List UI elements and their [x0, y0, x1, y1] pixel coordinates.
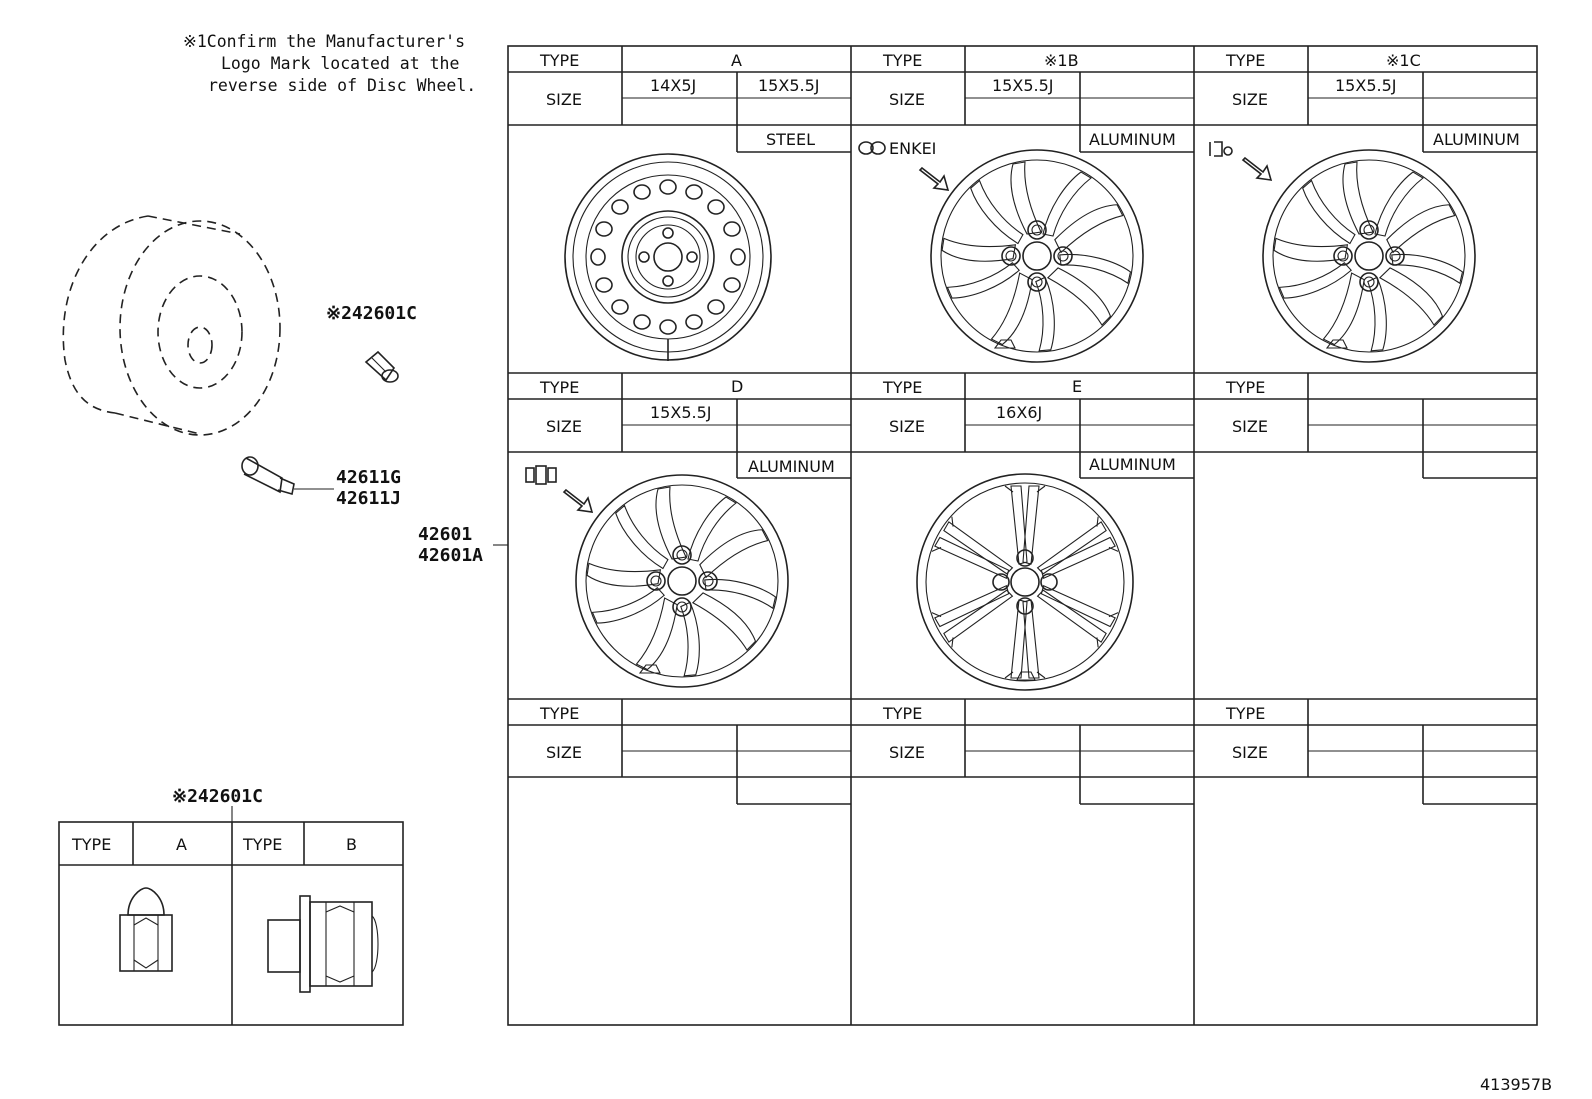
- alloy-wheel-d-illustration: [576, 475, 788, 689]
- type-label: TYPE: [882, 704, 922, 723]
- size-label: SIZE: [546, 417, 582, 436]
- callout-wheel-42601a: 42601A: [418, 545, 483, 566]
- type-label: TYPE: [882, 378, 922, 397]
- alloy-wheel-b-illustration: [931, 150, 1143, 364]
- type-label: TYPE: [539, 51, 579, 70]
- wheel-a-size-1: 14X5J: [650, 76, 696, 95]
- wheel-d-size-1: 15X5.5J: [650, 403, 711, 422]
- type-label: TYPE: [539, 378, 579, 397]
- wheel-a-material: STEEL: [766, 130, 815, 149]
- callout-nut-top: ※242601C: [326, 303, 417, 324]
- nut-type-b: B: [346, 835, 357, 854]
- wheel-b-type: ※1B: [1044, 51, 1079, 70]
- arrow-icon: [1241, 156, 1273, 181]
- tire-illustration: [62, 215, 281, 436]
- wheel-c-type: ※1C: [1386, 51, 1421, 70]
- diagram-id: 413957B: [1480, 1075, 1552, 1094]
- note-line-3: reverse side of Disc Wheel.: [208, 76, 476, 95]
- size-label: SIZE: [889, 90, 925, 109]
- callout-wheel-42601: 42601: [418, 524, 472, 545]
- wheel-c-material: ALUMINUM: [1433, 130, 1520, 149]
- arrow-icon: [562, 488, 594, 513]
- wheel-a-type: A: [731, 51, 742, 70]
- steel-wheel-a-illustration: [564, 153, 772, 361]
- size-label: SIZE: [546, 743, 582, 762]
- type-label: TYPE: [1225, 51, 1265, 70]
- valve-stem-icon: [241, 456, 334, 496]
- manufacturer-logo-d: [525, 465, 557, 485]
- nut-type-b-illustration: [267, 895, 379, 993]
- size-label: SIZE: [1232, 417, 1268, 436]
- type-label: TYPE: [882, 51, 922, 70]
- wheel-d-material: ALUMINUM: [748, 457, 835, 476]
- alloy-wheel-c-illustration: [1263, 150, 1475, 364]
- type-label: TYPE: [242, 835, 282, 854]
- wheel-e-size-1: 16X6J: [996, 403, 1042, 422]
- alloy-wheel-e-illustration: [916, 473, 1134, 691]
- callout-valve-g: 42611G: [336, 467, 401, 488]
- lug-nut-type-table: [58, 821, 404, 1026]
- nut-type-a-illustration: [119, 887, 173, 972]
- callout-nut-bottom: ※242601C: [172, 786, 263, 807]
- enkei-logo: ENKEI: [858, 139, 936, 158]
- wheel-c-size-1: 15X5.5J: [1335, 76, 1396, 95]
- size-label: SIZE: [546, 90, 582, 109]
- wheel-type-table: [507, 45, 1538, 1026]
- callout-valve-j: 42611J: [336, 488, 401, 509]
- wheel-e-material: ALUMINUM: [1089, 455, 1176, 474]
- size-label: SIZE: [1232, 90, 1268, 109]
- wheel-b-material: ALUMINUM: [1089, 130, 1176, 149]
- nut-type-a: A: [176, 835, 187, 854]
- arrow-icon: [918, 166, 950, 191]
- enkei-logo-text: ENKEI: [889, 139, 936, 158]
- wheel-d-type: D: [731, 377, 743, 396]
- type-label: TYPE: [1225, 704, 1265, 723]
- size-label: SIZE: [1232, 743, 1268, 762]
- note-line-2: Logo Mark located at the: [221, 54, 459, 73]
- note-line-1: ※1Confirm the Manufacturer's: [183, 32, 465, 51]
- wheel-e-type: E: [1072, 377, 1082, 396]
- type-label: TYPE: [1225, 378, 1265, 397]
- wheel-a-size-2: 15X5.5J: [758, 76, 819, 95]
- size-label: SIZE: [889, 743, 925, 762]
- wheel-b-size-1: 15X5.5J: [992, 76, 1053, 95]
- size-label: SIZE: [889, 417, 925, 436]
- manufacturer-logo-c: [1209, 141, 1233, 157]
- lug-nut-icon: [364, 350, 399, 383]
- type-label: TYPE: [71, 835, 111, 854]
- type-label: TYPE: [539, 704, 579, 723]
